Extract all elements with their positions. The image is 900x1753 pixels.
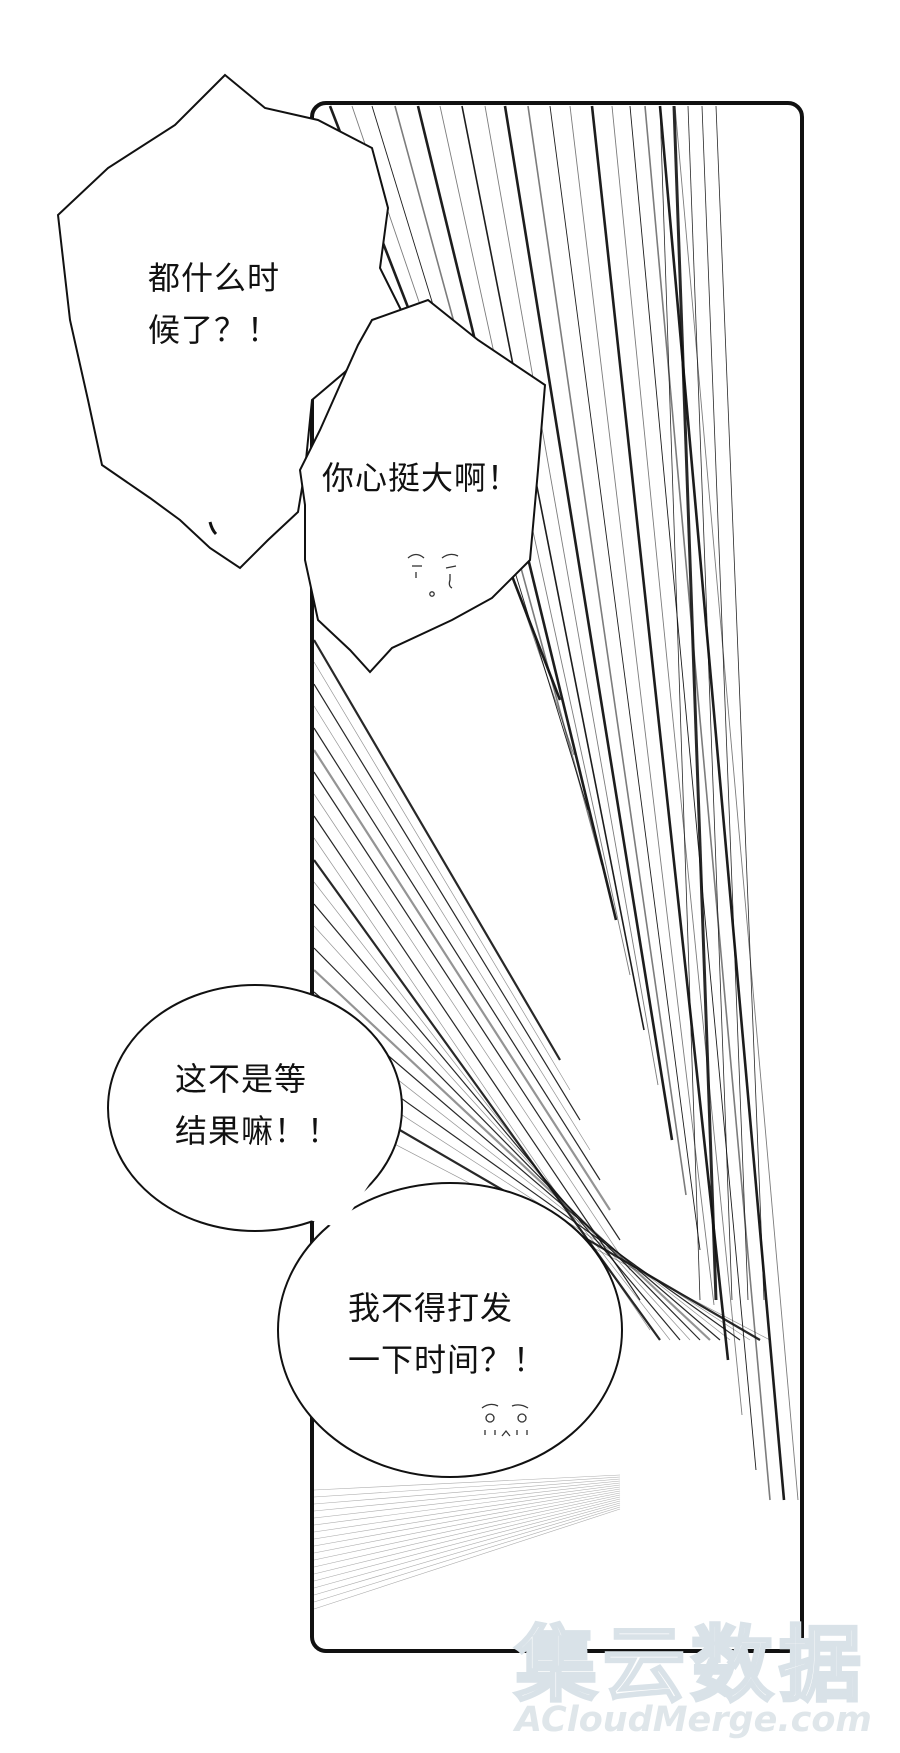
speed-line [313, 969, 711, 1341]
speed-line [687, 105, 733, 1301]
speed-line [313, 1506, 621, 1603]
balloon-1-line-1: 都什么时 [148, 259, 281, 297]
balloon-text-4: 我不得打发 一下时间？！ [348, 1282, 546, 1386]
balloon-4-line-1: 我不得打发 [348, 1289, 514, 1327]
speed-line [313, 1476, 621, 1498]
speed-line [313, 1492, 621, 1554]
small-mark [208, 521, 218, 536]
speed-line [313, 1504, 621, 1596]
speed-line [313, 1500, 621, 1582]
jagged-balloon-top [56, 73, 404, 570]
speed-line [313, 705, 591, 1151]
speed-line [313, 771, 621, 1241]
speed-line [590, 105, 730, 1361]
speed-line [313, 1508, 621, 1610]
speed-line [313, 793, 631, 1271]
balloon-text-3: 这不是等 结果嘛！！ [175, 1053, 340, 1157]
speed-line [313, 749, 611, 1211]
speed-line [313, 683, 581, 1121]
speed-line [549, 105, 701, 1251]
speed-line [313, 1488, 621, 1540]
speed-line [629, 105, 757, 1471]
speed-line [674, 105, 799, 1501]
speed-lines [313, 105, 799, 1610]
speed-line [527, 105, 687, 1196]
balloon-4-line-2: 一下时间？！ [348, 1341, 547, 1379]
chibi-face-annoyed [407, 553, 459, 597]
speed-line [313, 881, 671, 1341]
speed-line [503, 105, 674, 1141]
balloon-3-line-1: 这不是等 [175, 1060, 308, 1098]
balloon-3-line-2: 结果嘛！！ [175, 1112, 341, 1150]
speed-line [313, 1494, 621, 1561]
watermark-chinese: 集云数据 [513, 1617, 868, 1715]
speed-line [313, 1490, 621, 1547]
speed-line [313, 1484, 621, 1526]
watermark-url: ACloudMerge.com [515, 1700, 872, 1740]
speed-line [313, 1486, 621, 1533]
speed-line [313, 1474, 621, 1491]
speed-line [313, 1482, 621, 1519]
speed-line [313, 815, 641, 1301]
speed-line [313, 925, 691, 1341]
speed-line [659, 105, 701, 1301]
speed-line [313, 903, 681, 1341]
balloon-text-2: 你心挺大啊！ [322, 452, 520, 504]
speed-line [313, 1480, 621, 1512]
speed-line [313, 1496, 621, 1568]
speed-line [715, 105, 765, 1301]
speed-line [701, 105, 749, 1301]
speed-line [313, 639, 561, 1061]
round-balloon-lower-right [277, 1182, 623, 1478]
speed-line [439, 105, 631, 976]
speed-line [658, 105, 786, 1501]
speed-line [644, 105, 771, 1501]
speed-line [313, 727, 601, 1181]
speed-line [569, 105, 715, 1306]
balloon-text-1: 都什么时 候了？！ [148, 252, 280, 356]
speed-line [313, 947, 701, 1341]
round-balloon-lower-left [107, 984, 403, 1232]
speed-line [461, 105, 645, 1031]
speed-line [611, 105, 743, 1416]
speed-line [313, 1478, 621, 1505]
balloon-2-line-1: 你心挺大啊！ [322, 459, 521, 497]
chibi-face-pouting [481, 1403, 529, 1437]
speed-line [672, 105, 718, 1301]
speed-line [313, 1502, 621, 1589]
speed-line [313, 1498, 621, 1575]
speed-line [484, 105, 659, 1086]
speed-line [313, 661, 571, 1091]
balloon-1-line-2: 候了？！ [148, 311, 281, 349]
jagged-balloon-second [298, 298, 547, 674]
